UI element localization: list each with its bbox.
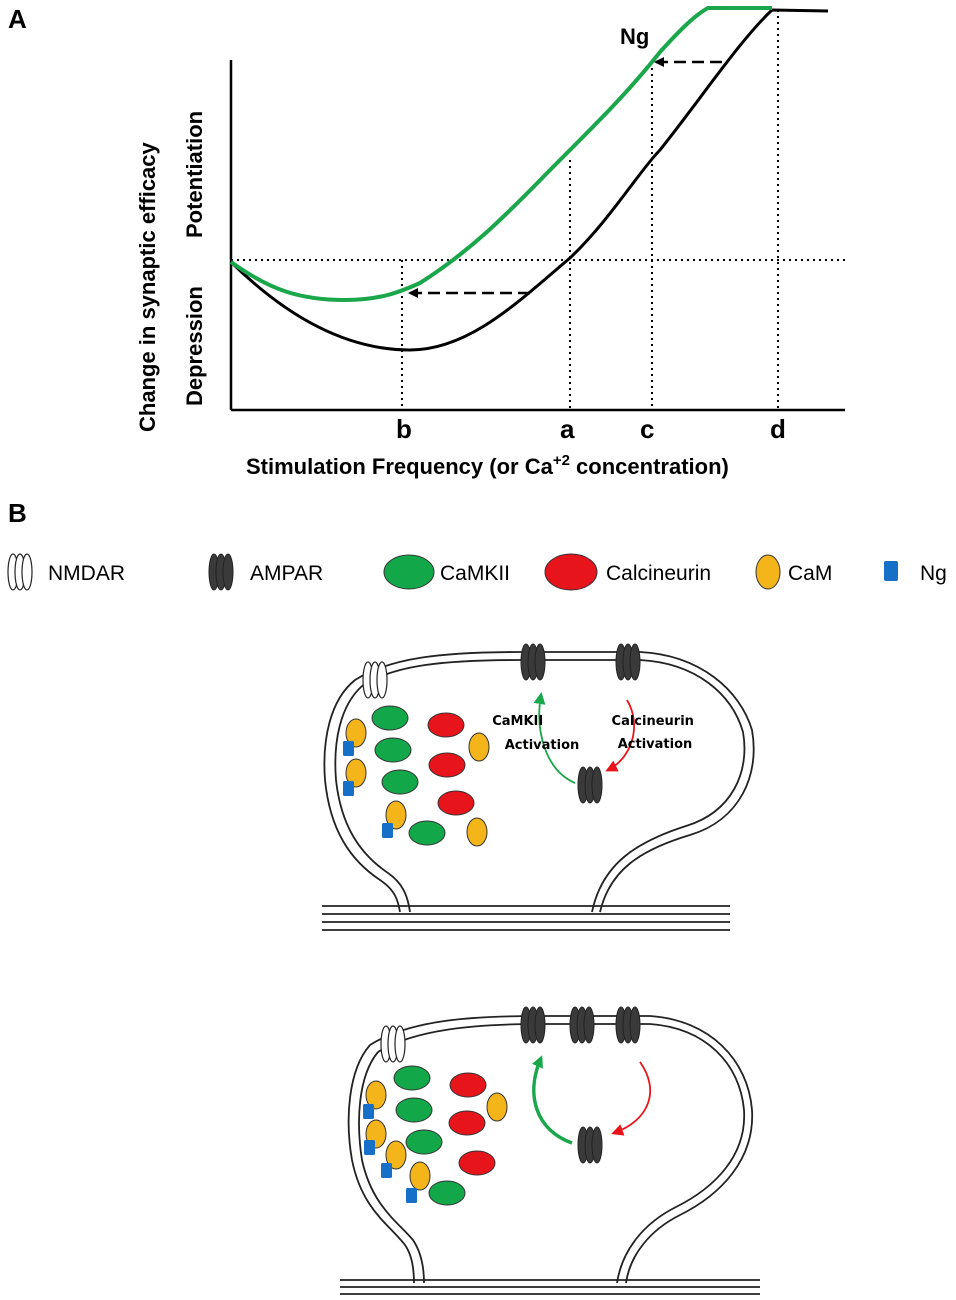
spine2-ampar-icon <box>569 1006 595 1044</box>
calcineurin-icon <box>427 712 465 738</box>
ng-icon <box>364 1140 375 1155</box>
calcineurin-activation-arrow <box>605 699 635 772</box>
camkii-icon <box>395 1097 433 1123</box>
tick-b: b <box>396 414 412 444</box>
black-curve <box>229 8 829 352</box>
legend-camkii-icon <box>383 554 435 590</box>
ng-icon <box>406 1188 417 1203</box>
camkii-activation-line1: CaMKII <box>492 714 543 729</box>
camkii-icon <box>374 737 412 763</box>
panel-a-label: A <box>8 4 27 34</box>
spine2-ampar-icon <box>615 1006 641 1044</box>
spine2-membrane-inner <box>358 1023 745 1284</box>
ng-label: Ng <box>620 24 649 49</box>
x-axis-label: Stimulation Frequency (or Ca+2 concentra… <box>246 452 729 479</box>
legend-cam-label: CaM <box>788 562 832 585</box>
cam-icon <box>365 1080 387 1110</box>
x-axis-label-tail: concentration) <box>570 454 729 479</box>
calcineurin-activation-arrow <box>611 1061 652 1136</box>
spine2-ampar-internal-icon <box>577 1126 603 1164</box>
camkii-icon <box>393 1065 431 1091</box>
spine1-ampar-icon <box>520 643 546 681</box>
spine1-ampar-internal-icon <box>577 766 603 804</box>
legend-ampar-icon <box>208 553 234 591</box>
tick-d: d <box>770 414 786 444</box>
calcineurin-activation-line2: Activation <box>618 737 693 752</box>
legend: NMDAR AMPAR CaMKII Calcineurin CaM Ng <box>7 553 947 591</box>
legend-ng-icon <box>884 561 898 581</box>
tick-c: c <box>640 414 654 444</box>
camkii-icon <box>428 1180 466 1206</box>
legend-calcineurin-label: Calcineurin <box>606 562 711 585</box>
y-label-potentiation: Potentiation <box>182 111 207 238</box>
ng-icon <box>382 823 393 838</box>
legend-nmdar-icon <box>7 553 33 591</box>
spine1-ampar-icon <box>615 643 641 681</box>
calcineurin-activation-line1: Calcineurin <box>612 714 694 729</box>
spine1-membrane-inner <box>334 659 746 913</box>
x-axis-label-sup: +2 <box>553 452 570 469</box>
cam-icon <box>409 1161 431 1191</box>
camkii-icon <box>381 769 419 795</box>
camkii-activation-line2: Activation <box>505 738 580 753</box>
legend-calcineurin-icon <box>544 553 598 591</box>
spine-diagram-2 <box>340 1006 760 1295</box>
cam-icon <box>345 718 367 748</box>
camkii-icon <box>371 705 409 731</box>
tick-a: a <box>560 414 575 444</box>
calcineurin-icon <box>437 790 475 816</box>
green-curve <box>229 6 772 303</box>
spine1-membrane-outer <box>323 651 755 913</box>
cam-icon <box>345 758 367 788</box>
cam-icon <box>468 732 490 762</box>
camkii-icon <box>405 1129 443 1155</box>
spine1-nmdar-icon <box>362 661 388 699</box>
x-axis-label-main: Stimulation Frequency (or Ca <box>246 454 554 479</box>
legend-ng-label: Ng <box>920 562 947 585</box>
camkii-activation-arrow <box>533 692 576 784</box>
legend-cam-icon <box>755 554 781 590</box>
spine2-nmdar-icon <box>380 1025 406 1063</box>
cam-icon <box>385 800 407 830</box>
ng-icon <box>381 1163 392 1178</box>
ng-icon <box>343 781 354 796</box>
calcineurin-icon <box>428 752 466 778</box>
calcineurin-icon <box>458 1150 496 1176</box>
camkii-activation-arrow <box>531 1055 573 1145</box>
calcineurin-activation-label: Calcineurin Activation <box>612 714 699 752</box>
y-axis-label: Change in synaptic efficacy <box>135 141 160 432</box>
ng-icon <box>363 1104 374 1119</box>
spine2-ampar-icon <box>520 1006 546 1044</box>
panel-b-label: B <box>8 498 27 528</box>
legend-nmdar-label: NMDAR <box>48 562 125 585</box>
calcineurin-icon <box>449 1072 487 1098</box>
camkii-activation-label: CaMKII Activation <box>492 714 579 753</box>
cam-icon <box>486 1092 508 1122</box>
ng-icon <box>343 741 354 756</box>
y-label-depression: Depression <box>182 286 207 406</box>
camkii-icon <box>408 820 446 846</box>
cam-icon <box>466 817 488 847</box>
legend-camkii-label: CaMKII <box>440 562 510 585</box>
legend-ampar-label: AMPAR <box>250 562 323 585</box>
cam-icon <box>385 1140 407 1170</box>
calcineurin-icon <box>448 1110 486 1136</box>
spine-diagram-1: CaMKII Activation Calcineurin Activation <box>322 643 755 931</box>
spine2-membrane-outer <box>347 1015 753 1284</box>
